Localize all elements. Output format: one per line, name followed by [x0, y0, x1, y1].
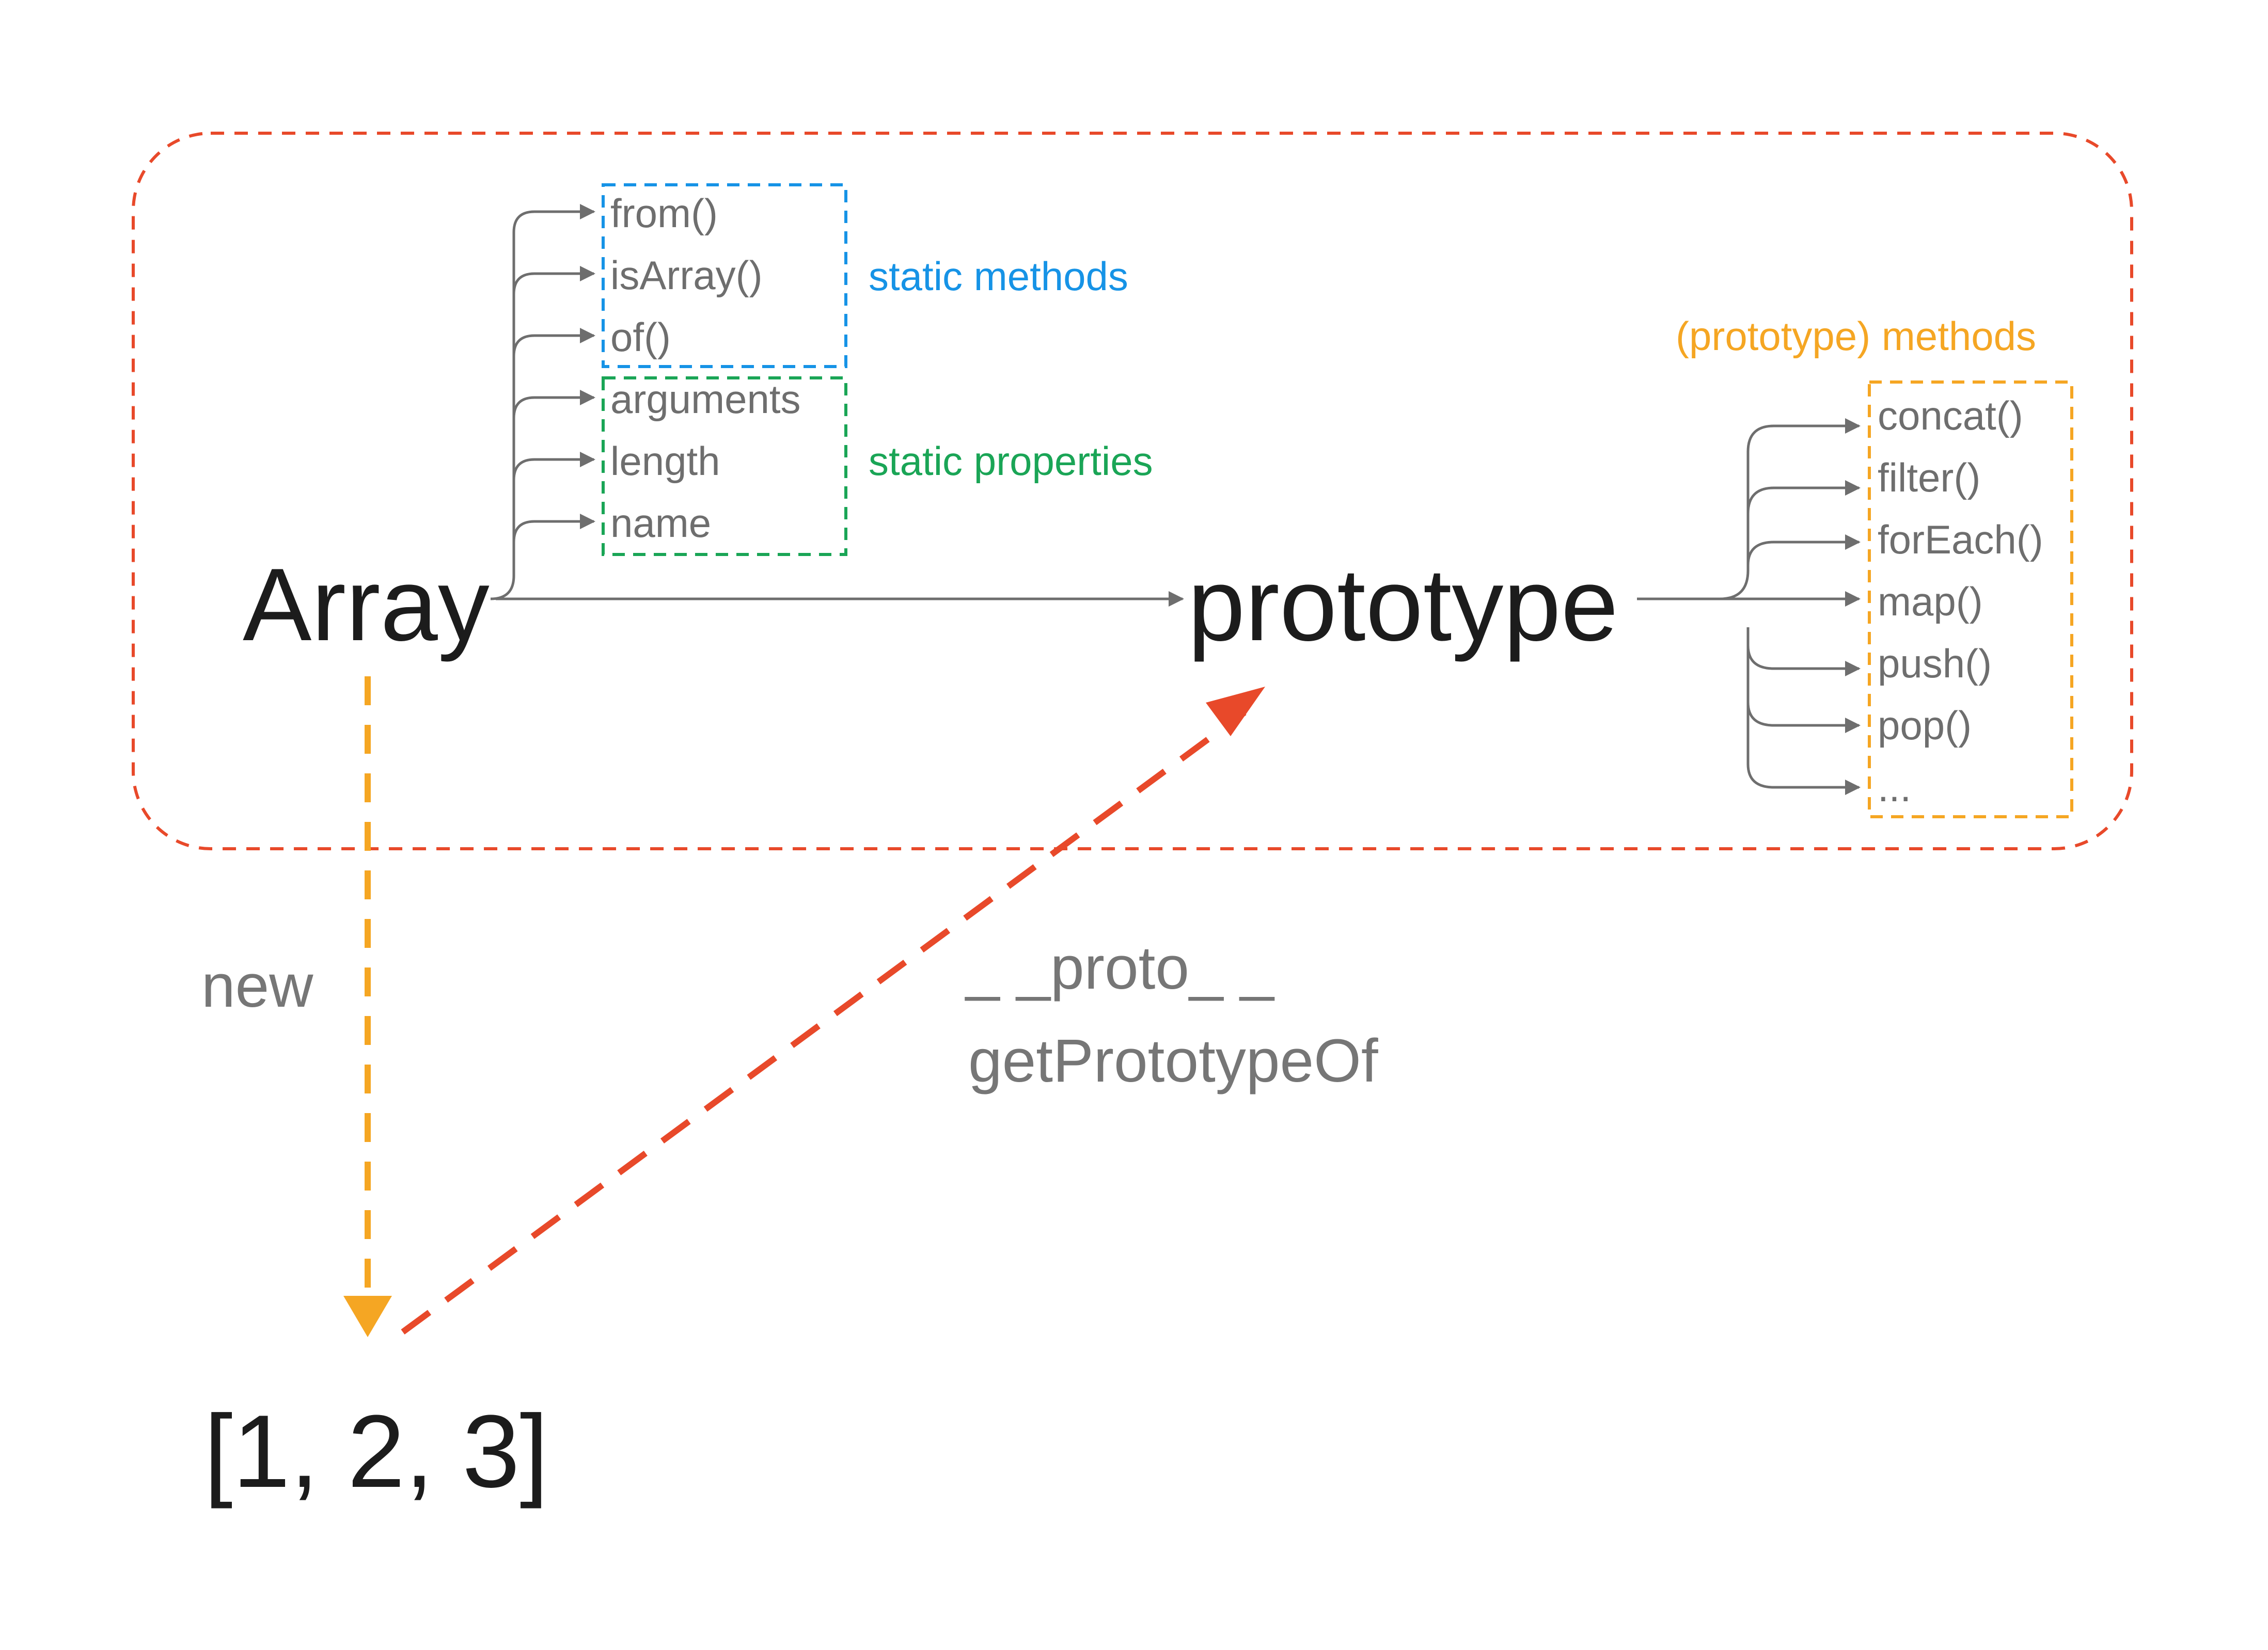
instance-label: [1, 2, 3] [204, 1394, 548, 1509]
prototype-method-item: ... [1878, 765, 1911, 810]
new-label: new [201, 952, 313, 1020]
prototype-method-connectors [1637, 418, 1861, 795]
static-member-connectors [490, 204, 595, 600]
array-label: Array [243, 547, 490, 662]
prototype-method-item: push() [1878, 641, 1992, 686]
static-property-item: length [610, 438, 720, 484]
static-method-item: of() [610, 314, 671, 360]
prototype-method-item: forEach() [1878, 517, 2043, 562]
prototype-label: prototype [1188, 547, 1618, 662]
static-property-item: name [610, 500, 711, 546]
prototype-methods-title: (prototype) methods [1676, 313, 2036, 359]
array-scope-box [132, 132, 2133, 850]
prototype-method-item: pop() [1878, 703, 1972, 748]
prototype-method-item: map() [1878, 579, 1983, 624]
prototype-method-item: concat() [1878, 393, 2023, 438]
static-method-item: from() [610, 191, 718, 236]
static-properties-box [602, 376, 847, 556]
prototype-method-item: filter() [1878, 455, 1980, 500]
static-property-item: arguments [610, 376, 801, 422]
static-method-item: isArray() [610, 252, 763, 298]
proto-label: _ _proto_ _ [965, 934, 1274, 1002]
proto-arrow-head [1206, 687, 1265, 736]
static-methods-title: static methods [869, 253, 1128, 299]
new-arrow-head [343, 1296, 392, 1337]
get-prototype-of-label: getPrototypeOf [968, 1027, 1378, 1095]
static-methods-box [602, 183, 847, 368]
static-properties-title: static properties [869, 438, 1153, 484]
prototype-methods-box [1868, 380, 2073, 818]
proto-arrow-shaft [401, 710, 1247, 1335]
